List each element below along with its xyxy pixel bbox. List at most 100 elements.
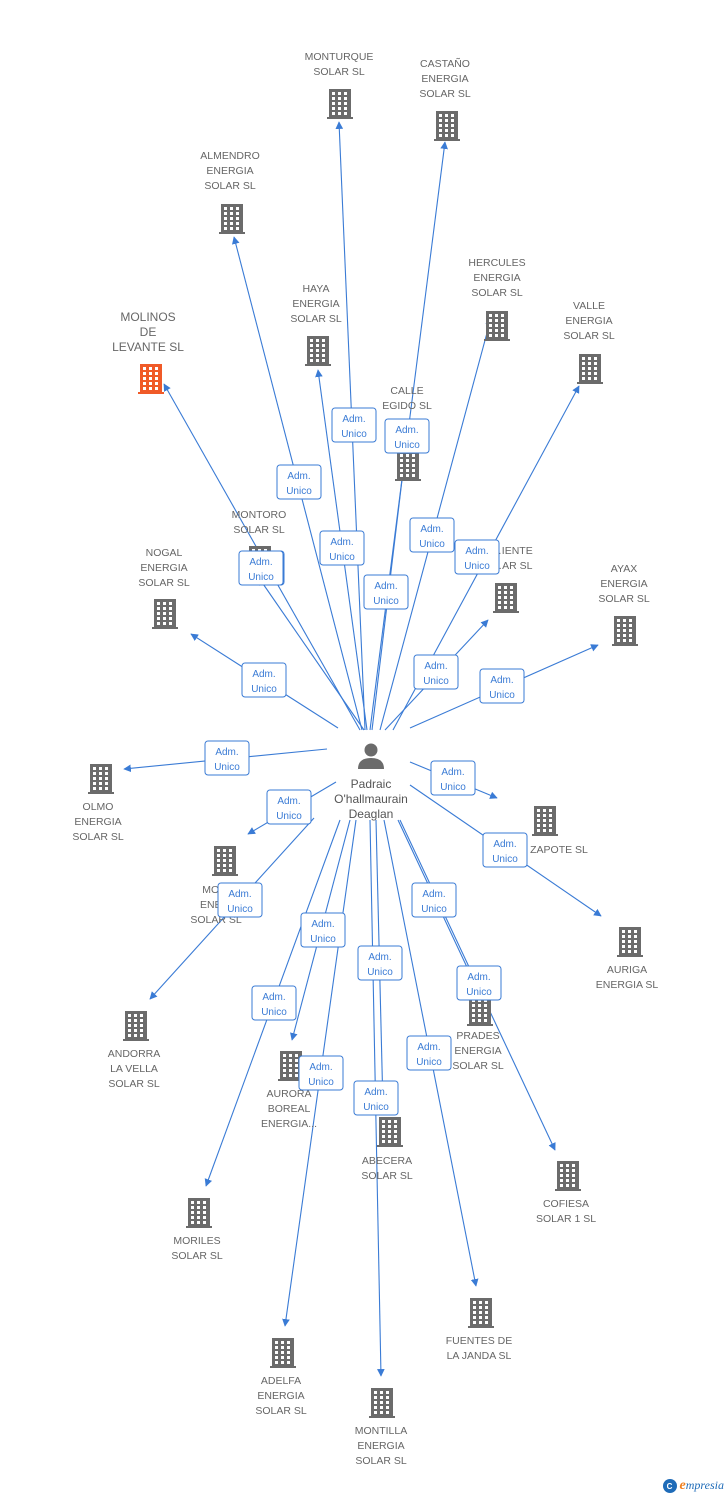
building-icon (555, 1161, 581, 1191)
badge-text: Adm. (441, 767, 464, 778)
role-badge[interactable]: Adm.Unico (384, 418, 430, 454)
role-badge[interactable]: Adm.Unico (217, 882, 263, 918)
role-badge[interactable]: Adm.Unico (266, 789, 312, 825)
role-badge[interactable]: Adm. Unico (363, 574, 409, 610)
role-badge[interactable]: Adm.Unico (300, 912, 346, 948)
badge-box (409, 517, 455, 553)
role-badge[interactable]: Adm. Unico (409, 517, 455, 553)
badge-box (411, 882, 457, 918)
empresia-logo[interactable]: C empresia (662, 1478, 724, 1494)
building-icon (138, 364, 164, 394)
building-icon (327, 89, 353, 119)
role-badge[interactable]: Adm.Unico (411, 882, 457, 918)
role-badge[interactable]: Adm.Unico (353, 1080, 399, 1116)
role-badge[interactable]: Adm.Unico (454, 539, 500, 575)
building-icon (186, 1198, 212, 1228)
badge-box (241, 662, 287, 698)
badge-text: Unico (251, 684, 277, 695)
badge-text: Adm. (309, 1062, 332, 1073)
company-name-line: SOLAR SL (204, 180, 256, 192)
person-node[interactable]: Padraic O'hallmaurain Deaglan (334, 743, 408, 822)
company-name-line: SOLAR SL (290, 313, 342, 325)
company-name-line: ENERGIA (74, 816, 121, 828)
badge-text: Adm. (374, 581, 397, 592)
company-node[interactable]: ZAPOTE SL (530, 806, 588, 856)
badge-text: Adm. (368, 952, 391, 963)
badge-text: Adm. (467, 972, 490, 983)
badge-text: Adm. (465, 546, 488, 557)
role-badge[interactable]: Adm.Unico (482, 832, 528, 868)
badge-box (384, 418, 430, 454)
relation-edge (258, 577, 365, 731)
badge-text: Adm. (493, 839, 516, 850)
badge-box (456, 965, 502, 1001)
role-badge[interactable]: Adm.Unico (238, 550, 284, 586)
building-icon (88, 764, 114, 794)
company-name-line: CASTAÑO (420, 57, 470, 70)
company-node[interactable]: …IENTE…AR SL (491, 545, 533, 613)
badge-text: Adm. (215, 747, 238, 758)
building-icon (493, 583, 519, 613)
role-badge[interactable]: Adm.Unico (251, 985, 297, 1021)
badge-text: Adm. (420, 524, 443, 535)
company-name-line: SOLAR SL (361, 1170, 413, 1182)
role-badge[interactable]: Adm.Unico (204, 740, 250, 776)
badge-text: Unico (421, 904, 447, 915)
role-badge[interactable]: Adm.Unico (479, 668, 525, 704)
badge-box (204, 740, 250, 776)
company-name-line: ADELFA (261, 1375, 301, 1387)
company-name-line: HAYA (302, 283, 329, 295)
role-badge[interactable]: Adm.Unico (298, 1055, 344, 1091)
role-badge[interactable]: Adm.Unico (319, 530, 365, 566)
building-icon (270, 1338, 296, 1368)
company-name-line: AYAX (611, 563, 637, 575)
role-badge[interactable]: Adm.Unico (357, 945, 403, 981)
company-name-line: MORILES (173, 1235, 220, 1247)
role-badge[interactable]: Adm.Unico (241, 662, 287, 698)
company-name-line: SOLAR SL (471, 287, 523, 299)
badge-box (298, 1055, 344, 1091)
company-name-line: ENERGIA... (261, 1118, 317, 1130)
company-name-line: ZAPOTE SL (530, 844, 588, 856)
role-badge[interactable]: Adm.Unico (413, 654, 459, 690)
badge-text: Unico (373, 596, 399, 607)
company-node[interactable]: AURORABOREALENERGIA... (261, 1051, 317, 1130)
role-badge[interactable]: Adm.Unico (406, 1035, 452, 1071)
role-badge[interactable]: Adm.Unico (331, 407, 377, 443)
role-badge[interactable]: Adm.Unico (430, 760, 476, 796)
badge-box (406, 1035, 452, 1071)
company-name-line: MONTILLA (355, 1425, 408, 1437)
building-icon (305, 336, 331, 366)
role-badge[interactable]: Adm.Unico (456, 965, 502, 1001)
person-name-line-3: Deaglan (349, 807, 394, 821)
company-name-line: …IENTE (491, 545, 532, 557)
company-name-line: LEVANTE SL (112, 340, 184, 354)
badge-text: Unico (419, 539, 445, 550)
role-badge[interactable]: Adm.Unico (276, 464, 322, 500)
building-icon (395, 451, 421, 481)
person-name-line-1: Padraic (351, 777, 392, 791)
badge-text: Unico (489, 690, 515, 701)
company-name-line: AURORA (267, 1088, 312, 1100)
badge-text: Unico (227, 904, 253, 915)
